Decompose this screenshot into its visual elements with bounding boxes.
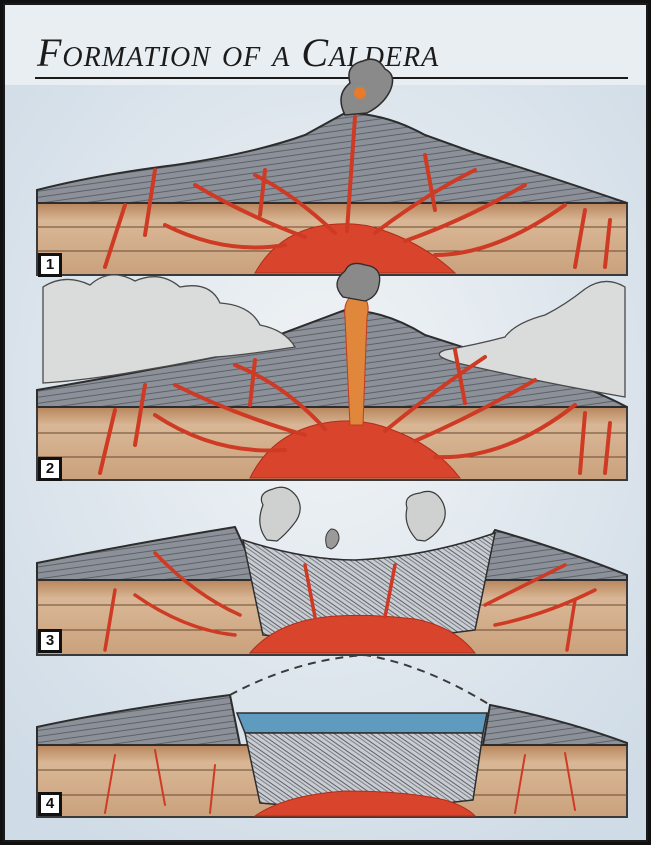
stage-2-number-badge: 2 [38, 457, 62, 481]
illustration-frame: Formation of a Caldera [3, 3, 648, 842]
stage-3-number-badge: 3 [38, 629, 62, 653]
caldera-diagram [5, 5, 648, 842]
stage-1-lava-spark [354, 87, 366, 99]
stage-4-crater-lake [237, 713, 487, 733]
stage-3-number: 3 [41, 632, 59, 650]
stage-1-number-badge: 1 [38, 253, 62, 277]
stage-4-number-badge: 4 [38, 792, 62, 816]
stage-1-number: 1 [41, 256, 59, 274]
stage-2-number: 2 [41, 460, 59, 478]
stage-4-number: 4 [41, 795, 59, 813]
